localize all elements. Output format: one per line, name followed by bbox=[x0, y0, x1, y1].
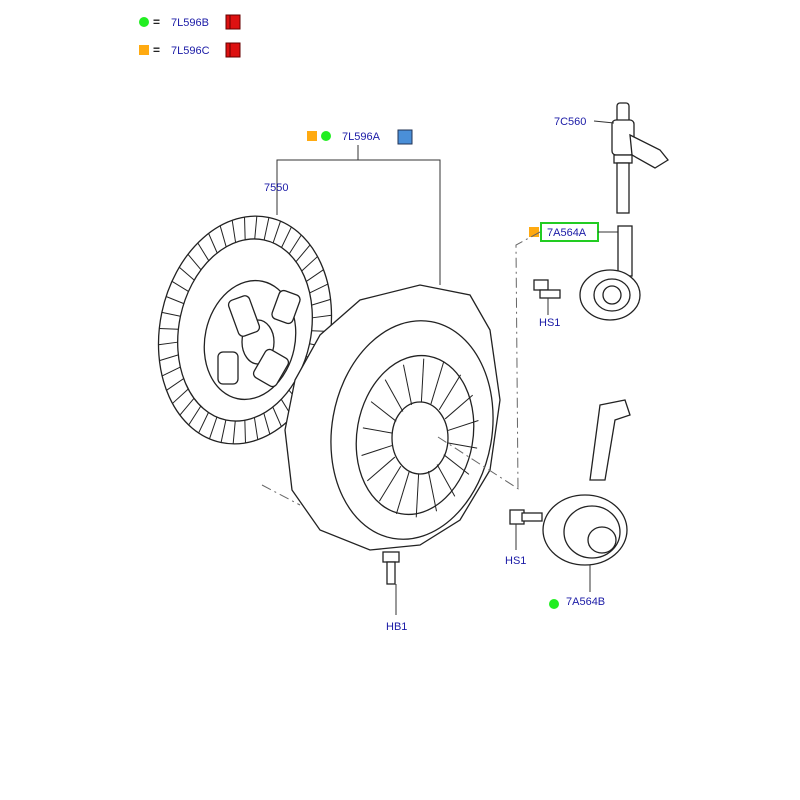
decorative-line bbox=[253, 417, 259, 440]
orange-square-marker bbox=[307, 131, 317, 141]
decorative-line bbox=[443, 454, 470, 475]
decorative-line bbox=[161, 366, 181, 377]
bolt-hb1 bbox=[382, 551, 400, 585]
decorative-line bbox=[447, 420, 479, 431]
decorative-line bbox=[430, 362, 445, 405]
callout-7c560[interactable]: 7C560 bbox=[554, 116, 586, 128]
decorative-line bbox=[159, 354, 179, 362]
green-circle-marker bbox=[321, 131, 331, 141]
decorative-line bbox=[415, 473, 420, 518]
bolt-hs1-upper bbox=[533, 279, 561, 299]
decorative-line bbox=[272, 221, 281, 244]
slave-cylinder-7a564b bbox=[542, 399, 631, 566]
slave-cylinder-7a564a bbox=[579, 225, 641, 321]
decorative-line bbox=[272, 406, 282, 427]
decorative-line bbox=[420, 358, 425, 403]
legend-part-7l596c[interactable]: 7L596C bbox=[171, 45, 210, 57]
decorative-line bbox=[427, 471, 438, 512]
decorative-line bbox=[220, 419, 227, 443]
decorative-line bbox=[188, 405, 202, 426]
decorative-line bbox=[161, 311, 181, 317]
green-circle-marker bbox=[139, 17, 149, 27]
legend-equals: = bbox=[153, 43, 160, 57]
decorative-line bbox=[159, 328, 179, 330]
callout-hb1[interactable]: HB1 bbox=[386, 621, 407, 633]
decorative-line bbox=[312, 314, 332, 319]
hydraulic-pipe-7c560 bbox=[611, 102, 669, 214]
decorative-line bbox=[209, 416, 218, 439]
decorative-line bbox=[219, 225, 227, 248]
decorative-line bbox=[395, 471, 410, 514]
decorative-line bbox=[198, 412, 209, 434]
decorative-line bbox=[263, 412, 271, 435]
decorative-line bbox=[171, 280, 189, 292]
decorative-line bbox=[361, 445, 393, 456]
decorative-line bbox=[197, 242, 210, 261]
legend-part-7l596b[interactable]: 7L596B bbox=[171, 17, 209, 29]
decorative-line bbox=[402, 364, 413, 405]
decorative-line bbox=[295, 244, 311, 263]
green-circle-marker bbox=[549, 599, 559, 609]
decorative-line bbox=[438, 374, 462, 410]
decorative-line bbox=[281, 226, 292, 248]
decorative-line bbox=[366, 456, 396, 482]
decorative-line bbox=[447, 442, 478, 449]
decorative-line bbox=[244, 420, 246, 443]
bolt-hs1-lower bbox=[509, 509, 543, 525]
kit-icon[interactable] bbox=[397, 129, 413, 145]
callout-hs1-lower[interactable]: HS1 bbox=[505, 555, 526, 567]
pressure-plate bbox=[284, 284, 501, 551]
red-book-icon[interactable] bbox=[225, 14, 241, 30]
decorative-line bbox=[179, 397, 195, 416]
decorative-line bbox=[288, 234, 302, 255]
decorative-line bbox=[444, 394, 474, 420]
decorative-line bbox=[232, 420, 236, 444]
decorative-line bbox=[384, 379, 404, 412]
decorative-line bbox=[370, 401, 397, 422]
decorative-line bbox=[254, 216, 258, 240]
decorative-line bbox=[301, 256, 318, 272]
callout-7l596a[interactable]: 7L596A bbox=[342, 131, 381, 143]
decorative-line bbox=[178, 266, 195, 281]
callout-7a564a[interactable]: 7A564A bbox=[547, 227, 587, 239]
legend-equals: = bbox=[153, 15, 160, 29]
decorative-line bbox=[309, 283, 329, 294]
decorative-line bbox=[263, 217, 270, 241]
callout-7a564b[interactable]: 7A564B bbox=[566, 596, 605, 608]
decorative-line bbox=[172, 388, 189, 404]
decorative-line bbox=[158, 341, 178, 346]
decorative-line bbox=[244, 217, 246, 240]
orange-square-marker bbox=[139, 45, 149, 55]
decorative-line bbox=[378, 466, 402, 502]
red-book-icon[interactable] bbox=[225, 42, 241, 58]
decorative-line bbox=[187, 253, 202, 271]
decorative-line bbox=[306, 269, 324, 282]
decorative-line bbox=[166, 378, 184, 391]
callout-hs1-upper[interactable]: HS1 bbox=[539, 317, 560, 329]
orange-square-marker bbox=[529, 227, 539, 237]
decorative-line bbox=[208, 233, 218, 254]
decorative-line bbox=[231, 220, 237, 243]
decorative-line bbox=[311, 298, 331, 306]
decorative-line bbox=[165, 296, 185, 305]
decorative-line bbox=[436, 464, 456, 497]
decorative-line bbox=[362, 427, 393, 434]
callout-7550[interactable]: 7550 bbox=[264, 182, 288, 194]
